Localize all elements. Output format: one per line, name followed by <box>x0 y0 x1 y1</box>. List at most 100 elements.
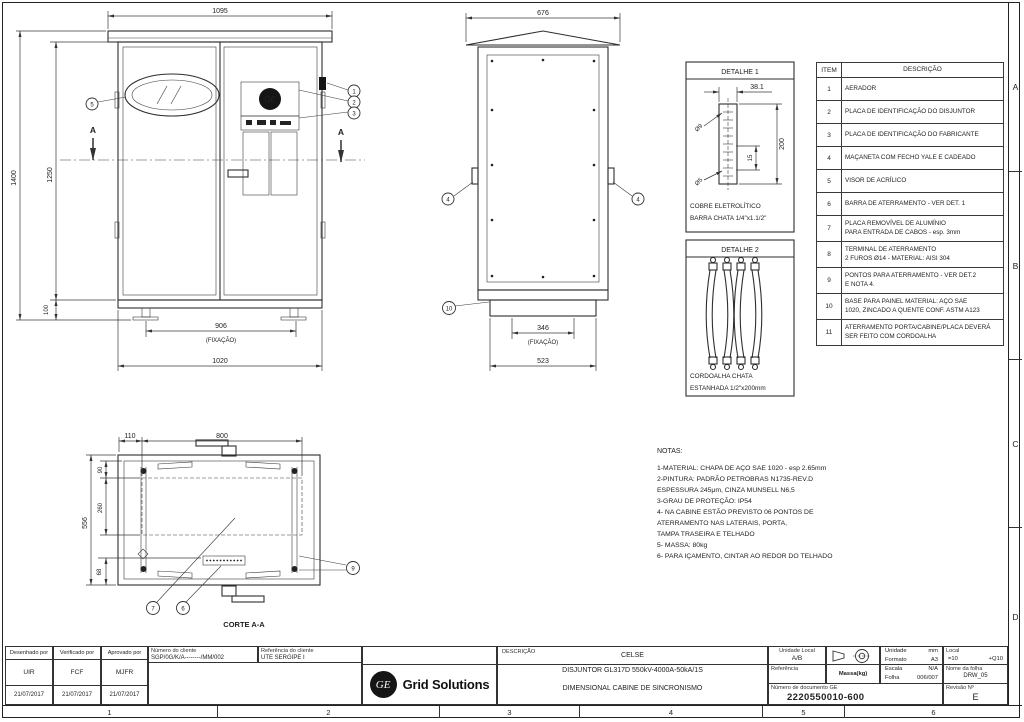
dim-sec-offset: 110 <box>124 433 135 440</box>
zone-col-1: 1 <box>2 706 218 718</box>
unidade-local-cell: Unidade Local A/B <box>768 646 826 665</box>
checked-date: 21/07/2017 <box>53 685 101 705</box>
zone-row-a: A <box>1009 2 1022 172</box>
nome-folha-value: DRW_05 <box>963 673 988 680</box>
side-view: 676 346 (FIXAÇÃO) 523 4 4 10 <box>441 10 645 371</box>
brand-name: Grid Solutions <box>402 677 490 692</box>
client-number-value: SGP/0G/K/A--------/MM/002 <box>151 655 225 662</box>
checked-by-label: Verificado por <box>53 646 101 660</box>
item-col-header: ITEM <box>816 62 842 78</box>
doc-number-cell: Número de documento GE 2220550010-600 <box>768 683 943 705</box>
zone-row-strip: A B C D <box>1008 2 1022 705</box>
callout-4-right: 4 <box>636 198 640 204</box>
detail-1: DETALHE 1 Ø9 Ø5 38.1 200 15 COBRE ELETRO… <box>685 61 795 233</box>
door-handle <box>227 169 249 178</box>
callout-7: 7 <box>151 607 155 613</box>
detail1-hole-bottom: Ø5 <box>694 177 704 187</box>
local-value2: +Q10 <box>988 656 1003 663</box>
description-line2: DISJUNTOR GL317D 550kV-4000A-50kA/1S <box>562 667 703 674</box>
callout-10: 10 <box>446 307 453 313</box>
detail1-caption2: BARRA CHATA 1/4"x1.1/2" <box>690 215 766 222</box>
detail1-dim-width: 38.1 <box>750 84 764 91</box>
braided-straps <box>705 256 763 371</box>
section-letter-left: A <box>90 125 96 135</box>
zone-col-4: 4 <box>580 706 763 718</box>
dim-sec-bottom: 68 <box>97 568 103 575</box>
empty-cell <box>362 646 497 665</box>
local-value1: =10 <box>948 656 958 663</box>
visor-window <box>124 73 220 117</box>
drawn-by-label: Desenhado por <box>5 646 53 660</box>
callout-5: 5 <box>90 103 94 109</box>
revision-value: E <box>972 692 979 703</box>
detail1-dim-pitch: 15 <box>748 154 754 161</box>
dim-front-width: 1095 <box>212 8 228 15</box>
desc-col-header: DESCRIÇÃO <box>842 62 1004 78</box>
dim-sec-height: 556 <box>82 517 89 529</box>
door-screws <box>490 58 596 279</box>
detail2-title: DETALHE 2 <box>721 247 759 254</box>
unidade-label: Unidade <box>885 648 907 654</box>
dim-side-fix-label: (FIXAÇÃO) <box>528 339 558 346</box>
folha-value: 006/007 <box>917 674 938 681</box>
folha-label: Folha <box>885 674 900 681</box>
description-label: DESCRIÇÃO <box>502 649 536 655</box>
front-view: GE 1095 1400 1250 100 906 (FIXAÇÃO) 1020… <box>11 8 365 371</box>
dim-front-fix-label: (FIXAÇÃO) <box>206 337 236 344</box>
zone-col-2: 2 <box>218 706 440 718</box>
dim-front-base-height: 100 <box>44 304 50 315</box>
ge-emblem-icon: GE <box>264 95 276 104</box>
notes-block: NOTAS: 1-MATERIAL: CHAPA DE AÇO SAE 1020… <box>657 448 907 562</box>
projection-symbol-icon <box>832 648 871 663</box>
client-ref-value: UTE SERGIPE I <box>261 655 305 662</box>
doc-number-value: 2220550010-600 <box>787 692 865 704</box>
approved-by-name: MJFR <box>101 659 148 686</box>
detail2-caption2: ESTANHADA 1/2"x200mm <box>690 385 766 392</box>
referencia-cell: Referência <box>768 664 826 684</box>
empty-cell <box>148 662 362 705</box>
unidade-value: mm <box>928 648 938 654</box>
escala-label: Escala <box>885 666 903 672</box>
client-ref-cell: Referência do cliente UTE SERGIPE I <box>258 646 362 663</box>
dim-front-height-inner: 1250 <box>47 167 54 183</box>
detail1-hole-top: Ø9 <box>694 123 704 133</box>
zone-row-d: D <box>1012 611 1019 622</box>
dim-side-width: 676 <box>537 10 549 17</box>
dim-front-total-width: 1020 <box>212 358 228 365</box>
formato-value: A3 <box>930 656 938 663</box>
zone-col-6: 6 <box>931 707 936 717</box>
detail1-dim-height: 200 <box>779 138 786 150</box>
zone-row-b: B <box>1009 172 1022 360</box>
local-cell: Local =10+Q10 <box>943 646 1008 665</box>
callout-3: 3 <box>352 112 356 118</box>
section-letter-right: A <box>338 127 344 137</box>
aerador-mark <box>319 77 326 90</box>
dim-sec-panel-width: 800 <box>216 433 228 440</box>
callout-1: 1 <box>352 90 356 96</box>
escala-value: N/A <box>928 666 938 672</box>
dim-side-total-width: 523 <box>537 358 549 365</box>
callout-4-left: 4 <box>446 198 450 204</box>
detail1-title: DETALHE 1 <box>721 69 759 76</box>
zone-row-c: C <box>1009 360 1022 528</box>
ge-logo-icon: GE <box>369 671 397 698</box>
drawn-by-name: UIR <box>5 659 53 686</box>
dim-front-fix-width: 906 <box>215 323 227 330</box>
dim-front-height-outer: 1400 <box>11 170 18 186</box>
detail1-caption1: COBRE ELETROLÍTICO <box>690 201 761 210</box>
dim-sec-top: 90 <box>98 466 104 473</box>
zone-column-strip: 1 2 3 4 5 6 <box>2 705 1022 718</box>
terminal-dots <box>206 559 242 562</box>
ground-bar-holes <box>723 111 733 177</box>
section-view: 110 800 556 90 260 68 7 6 9 CORTE A-A <box>82 433 360 629</box>
checked-by-name: FCF <box>53 659 101 686</box>
